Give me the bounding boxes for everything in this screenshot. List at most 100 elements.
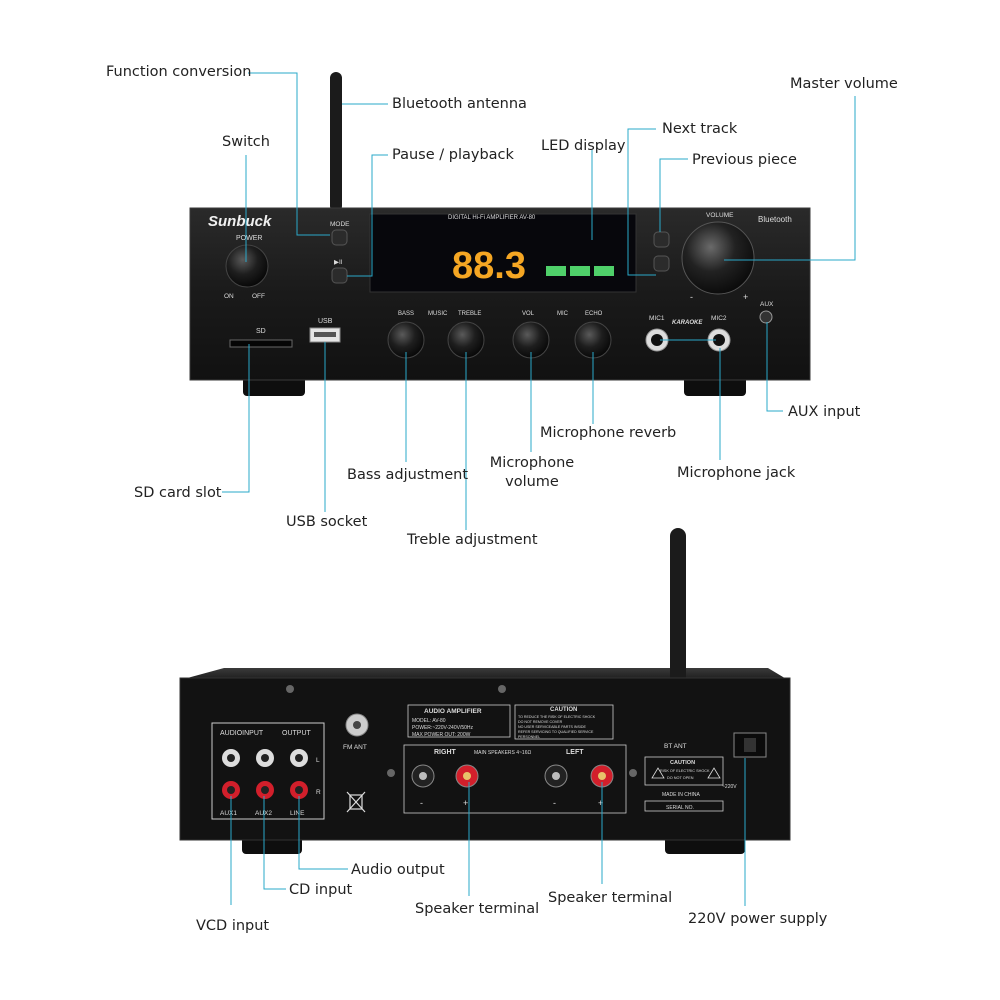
label-usb-socket: USB socket — [286, 514, 368, 530]
caution-line-2: DO NOT REMOVE COVER — [518, 720, 563, 724]
previous-button[interactable] — [653, 231, 670, 248]
caution-box — [514, 704, 614, 740]
aux-jack[interactable] — [759, 310, 773, 324]
treble-label: TREBLE — [458, 311, 481, 317]
power-switch-knob[interactable] — [225, 244, 269, 288]
front-unit: Sunbuck POWER ON OFF MODE ▶II DIGITAL Hi… — [189, 72, 811, 396]
left-plus-label: + — [598, 798, 603, 808]
callout-next-track — [627, 128, 656, 276]
bluetooth-antenna — [330, 72, 342, 212]
screw-icon — [387, 769, 395, 777]
label-bass-adjustment: Bass adjustment — [347, 467, 469, 483]
power-spec-label: POWER:~220V-240V/50Hz — [412, 725, 474, 731]
speaker-terminal-panel — [403, 744, 627, 814]
spec-label-box — [407, 704, 511, 738]
l-label: L — [316, 757, 320, 764]
label-led-display: LED display — [541, 138, 626, 154]
front-foot-right — [684, 376, 746, 396]
mic1-jack-hole — [651, 334, 663, 346]
serial-box — [644, 800, 724, 812]
main-speakers-label: MAIN SPEAKERS 4~16Ω — [474, 750, 531, 756]
model-label: MODEL: AV-80 — [412, 718, 446, 724]
mode-label: MODE — [330, 221, 350, 228]
display-eq-bars — [546, 266, 614, 276]
sd-card-slot[interactable] — [229, 339, 293, 348]
right-minus-label: - — [420, 798, 423, 808]
mode-button[interactable] — [331, 229, 348, 246]
brand-logo: Sunbuck — [208, 213, 272, 230]
caution-title: CAUTION — [550, 707, 577, 713]
master-volume-knob[interactable] — [681, 221, 755, 295]
r-label: R — [316, 789, 321, 796]
screw-icon — [629, 769, 637, 777]
rear-unit: AUDIOINPUT OUTPUT L R AUX1 AUX2 LINE FM … — [179, 528, 791, 854]
left-minus-label: - — [553, 798, 556, 808]
caution2-title: CAUTION — [670, 760, 695, 766]
next-button[interactable] — [653, 255, 670, 272]
mic2-label: MIC2 — [711, 315, 727, 322]
aux-label: AUX — [760, 301, 774, 308]
label-bluetooth-antenna: Bluetooth antenna — [392, 96, 527, 112]
fm-antenna-pin — [353, 721, 361, 729]
callout-aux-input — [766, 322, 783, 412]
weee-bin-icon — [346, 791, 366, 813]
label-audio-output: Audio output — [351, 862, 445, 878]
label-speaker-terminal-right: Speaker terminal — [415, 901, 540, 917]
do-not-open-label: DO NOT OPEN — [667, 776, 694, 780]
label-next-track: Next track — [662, 121, 738, 137]
usb-socket-inner — [314, 332, 336, 337]
caution-warning-box — [644, 756, 724, 786]
label-power-supply: 220V power supply — [688, 911, 828, 927]
caution-line-1: TO REDUCE THE RISK OF ELECTRIC SHOCK — [518, 715, 596, 719]
rear-top-case — [180, 668, 788, 680]
made-in-china-label: MADE IN CHINA — [662, 792, 700, 798]
callout-pause-playback — [347, 154, 388, 277]
label-function-conversion: Function conversion — [106, 64, 252, 80]
front-foot-left — [243, 376, 305, 396]
karaoke-label: KARAOKE — [672, 320, 703, 326]
on-label: ON — [224, 293, 234, 300]
output-label: OUTPUT — [282, 730, 312, 737]
mic1-label: MIC1 — [649, 315, 665, 322]
caution-line-5: PERSONNEL — [518, 735, 540, 739]
display-digits: 88.3 — [452, 245, 526, 287]
callout-audio-output — [298, 796, 348, 870]
label-speaker-terminal-left: Speaker terminal — [548, 890, 673, 906]
callout-lines — [222, 72, 856, 906]
line-label: LINE — [290, 810, 305, 817]
callout-cd-input — [263, 796, 286, 890]
max-power-label: MAX POWER OUT: 200W — [412, 732, 471, 738]
volume-label: VOLUME — [706, 212, 734, 219]
label-sd-card-slot: SD card slot — [134, 485, 222, 501]
bluetooth-label: Bluetooth — [758, 215, 792, 224]
model-line-label: DIGITAL Hi-Fi AMPLIFIER AV-80 — [448, 215, 536, 221]
label-cd-input: CD input — [289, 882, 353, 898]
right-plus-label: + — [463, 798, 468, 808]
callout-function-conversion — [248, 72, 330, 236]
sd-label: SD — [256, 328, 266, 335]
label-microphone-reverb: Microphone reverb — [540, 425, 677, 441]
caution-line-4: REFER SERVICING TO QUALIFIED SERVICE — [518, 730, 594, 734]
aux1-label: AUX1 — [220, 810, 237, 817]
music-label: MUSIC — [428, 311, 448, 317]
power-label: POWER — [236, 235, 262, 242]
audio-amplifier-label: AUDIO AMPLIFIER — [424, 708, 482, 715]
label-pause-playback: Pause / playback — [392, 147, 514, 163]
label-treble-adjustment: Treble adjustment — [407, 532, 538, 548]
echo-label: ECHO — [585, 311, 603, 317]
caution-line-3: NO USER SERVICEABLE PARTS INSIDE — [518, 725, 587, 729]
vol-label: VOL — [522, 311, 535, 317]
label-master-volume: Master volume — [790, 76, 898, 92]
play-pause-label: ▶II — [334, 259, 343, 266]
audio-input-label: AUDIOINPUT — [220, 730, 264, 737]
audio-jack-panel — [211, 722, 325, 820]
label-switch: Switch — [222, 134, 270, 150]
power-plug — [744, 738, 756, 752]
label-previous-piece: Previous piece — [692, 152, 797, 168]
fm-ant-label: FM ANT — [343, 744, 367, 751]
screw-icon — [286, 685, 294, 693]
play-pause-button[interactable] — [331, 267, 348, 284]
volume-minus: - — [690, 292, 693, 302]
